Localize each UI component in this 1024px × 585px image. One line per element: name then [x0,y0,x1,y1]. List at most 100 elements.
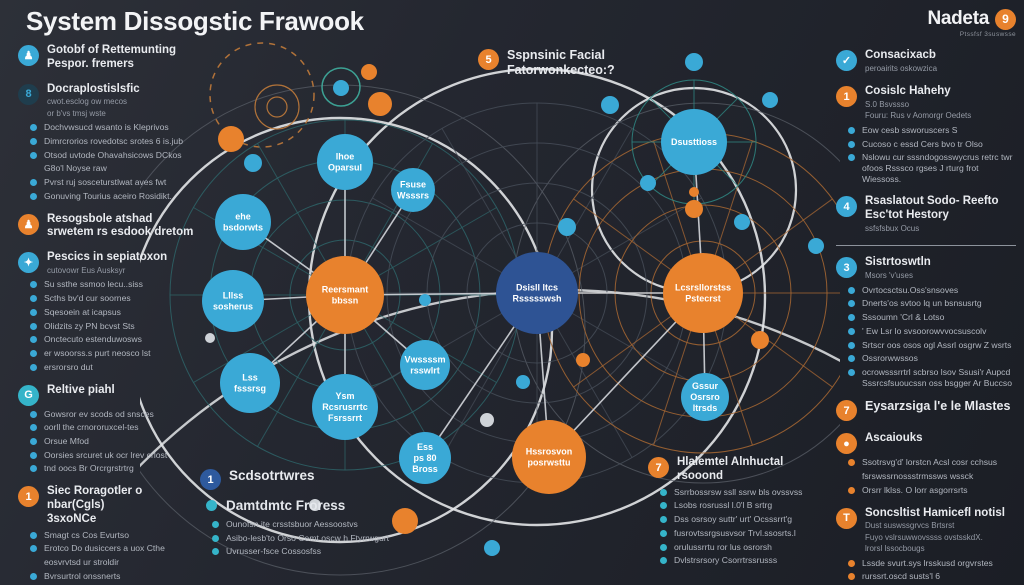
panel-divider [836,245,1016,247]
logo-badge-icon: 9 [995,8,1016,30]
bullet-dot [848,314,855,322]
node-circle [202,270,264,332]
bullet-dot [30,295,37,303]
bullet-item: Erotco Do dusiccers a uox Cthe [30,543,198,554]
section-rsaslatout-icon: 4 [836,196,857,218]
section-titles: Scdsotrtwres [229,468,315,484]
decor-dot [361,64,377,80]
bullet-text: Smagt cs Cos Evurtso [44,529,130,540]
bullet-text: Oorsies srcuret uk ocr lrev crlost [44,449,168,460]
bullet-item: Ounofsn ite crsstsbuor Aessoostvs [212,519,425,530]
section-eysarzsiga-icon: 7 [836,400,857,422]
bullet-item: Orsue Mfod [30,436,198,447]
bullet-dot [660,557,667,565]
bullet-item: Asibo-lesb'to Orso Cemt oscw h Ftyrrwgur… [212,533,425,544]
bullet-dot [30,363,37,371]
bullet-item: Lssde svurt.sys lrsskusd orgvrstes [848,558,1016,569]
decor-dot [689,187,699,197]
section-docraplostislsfic-icon: 8 [18,83,39,105]
section-subtitle: Fuyo vslrsuwwovssss ovstsskdX. [865,532,983,542]
bullet-text: Bvrsurtrol onssnerts [44,570,121,581]
decor-dot [480,413,494,427]
bullet-dot [30,465,37,473]
section-cosislc-hahehy-icon: 1 [836,86,857,108]
bullet-item: Onctecuto estenduwosws [30,334,198,345]
section-titles: Ascaiouks [865,432,923,446]
decor-dot [218,126,244,152]
bullet-text: fsrswssrnossstrmssws wssck [862,471,974,482]
decor-dot [419,294,431,306]
bullet-item: Lsobs rosrussl l.0'l B srtrg [660,500,863,511]
bullet-item: Uvrusser-fsce Cossosfss [212,546,425,557]
bullet-item: fusrovtssrgsusvsor Trvl.ssosrts.l [660,528,863,539]
section-title: Soncsltist Hamicefl notisl [865,506,1005,519]
bullet-dot [848,300,855,308]
node-circle [215,194,271,250]
section-titles: Eysarzsiga l'e le Mlastes [865,399,1010,414]
bullet-item: Smagt cs Cos Evurtso [30,530,198,541]
bullet-dot [30,281,37,289]
legend-scdsotrtwres-head: 1 Scdsotrtwres [200,468,425,490]
bullet-text: Eow cesb ssworuscers S [862,124,958,135]
bullet-dot [30,322,37,330]
bullet-dot [848,327,855,335]
bullet-dot [30,424,37,432]
bullet-text: tnd oocs Br Orcrgrstrtrg [44,463,134,474]
bullet-item: Orsrr lklss. O lorr asgorrsrts [848,485,1016,496]
bullet-dot [848,126,855,134]
bullet-item: Dimrcrorios rovedotsc srotes 6 is.jub [30,136,198,147]
bullet-item: Olidzits zy PN bcvst Sts [30,321,198,332]
bullet-text: Ounofsn ite crsstsbuor Aessoostvs [226,519,358,529]
bullet-dot [848,369,855,377]
bullet-text: Gowsror ev scods od snsces [44,408,154,419]
legend-scdsotrtwres-icon: 1 [200,469,221,490]
bullet-dot [30,437,37,445]
section-subtitle: lrorsl lssocbougs [865,544,925,554]
bullet-dot [30,451,37,459]
section-resogsbole-icon: ♟ [18,213,39,235]
bullet-text: Olidzits zy PN bcvst Sts [44,320,135,331]
bullet-text: Dvlstrsrsory Csorrtrssrusss [674,555,778,566]
node-dsusttioss: Dsusttioss [661,109,727,175]
node-circle [220,353,280,413]
section-title: Pespor. fremers [47,57,134,70]
bullet-dot [660,516,667,524]
section-subtitle: or b'vs tmsj wste [47,108,106,118]
section-ascaiouks-head: ●Ascaiouks [836,432,1016,455]
node-circle [663,253,743,333]
decor-dot [601,96,619,114]
section-title: Sspnsinic Facial [507,48,605,62]
section-subtitle: peroairits oskowzica [865,63,938,73]
section-subtitle: cwot.esclog ow mecos [47,97,128,107]
bullet-dot [30,137,37,145]
decor-dot [576,353,590,367]
decor-dot [516,375,530,389]
bullet-text: Srtscr oos osos ogl Assrl osgrw Z wsrts [862,339,1012,350]
bullet-text: Lsobs rosrussl l.0'l B srtrg [674,500,773,511]
bullet-dot [30,179,37,187]
node-label: Dsusttioss [671,137,717,147]
decor-dot [558,218,576,236]
bullet-text: Su ssthe ssmoo lecu..siss [44,279,143,290]
bullet-item: ocrowsssrrtrl scbrso lsov Ssusi'r Aupcd … [848,367,1016,388]
